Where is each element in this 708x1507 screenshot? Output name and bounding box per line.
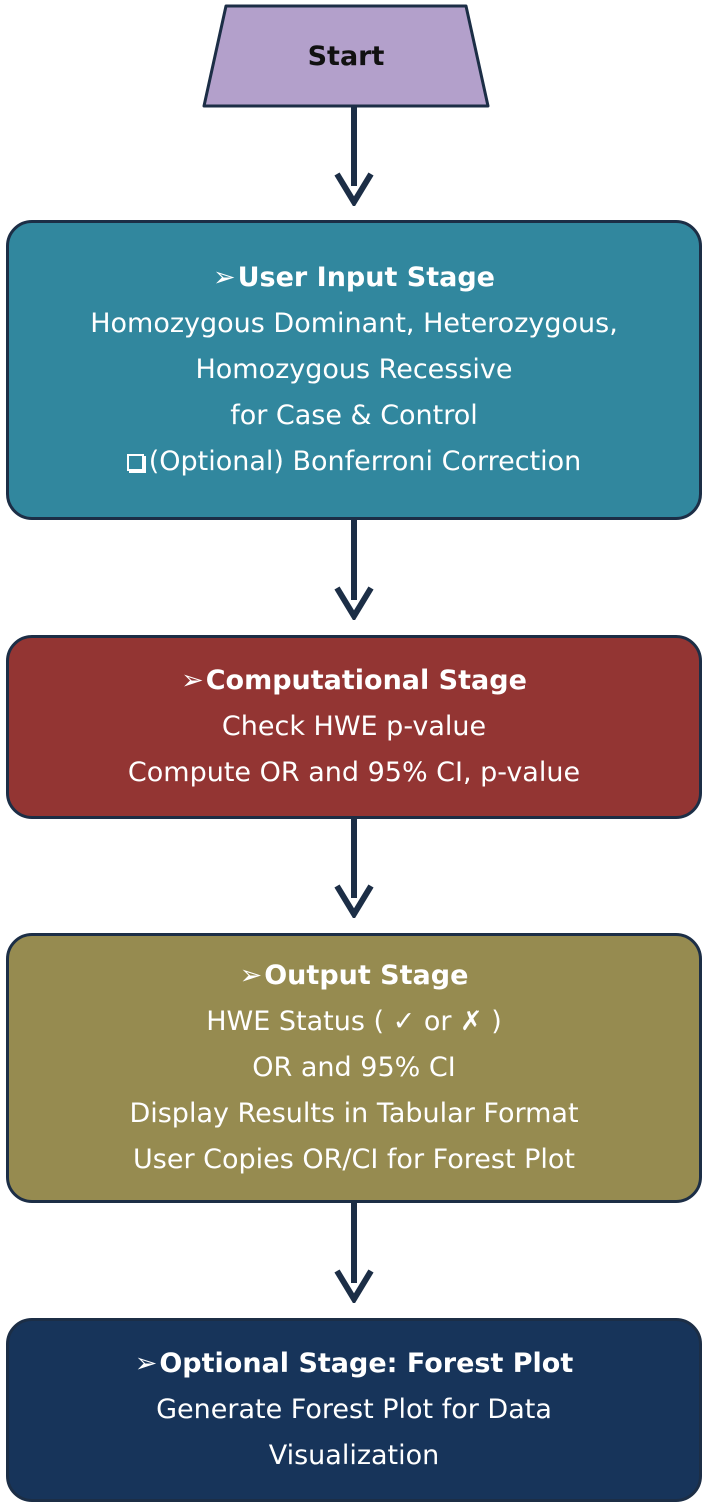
output-stage-title: ➢Output Stage xyxy=(240,953,469,999)
user-input-line-1: Homozygous Dominant, Heterozygous, xyxy=(90,308,618,339)
start-node: Start xyxy=(202,4,490,108)
start-label: Start xyxy=(307,40,385,72)
computational-stage-title-text: Computational Stage xyxy=(205,665,527,696)
user-input-stage-title-text: User Input Stage xyxy=(237,262,495,293)
optional-line-1: Generate Forest Plot for Data xyxy=(156,1394,552,1425)
computational-line-2: Compute OR and 95% CI, p-value xyxy=(127,757,581,788)
arrow-output-to-optional xyxy=(329,1203,379,1303)
arrow-bullet-icon: ➢ xyxy=(239,960,263,991)
arrow-bullet-icon: ➢ xyxy=(213,262,236,293)
bonferroni-option: (Optional) Bonferroni Correction xyxy=(126,439,582,485)
user-input-line-3: for Case & Control xyxy=(230,400,478,431)
arrow-start-to-input xyxy=(329,106,379,206)
arrow-bullet-icon: ➢ xyxy=(134,1348,158,1379)
computational-line-1: Check HWE p-value xyxy=(221,711,487,742)
start-trapezoid-shape xyxy=(202,4,490,108)
arrow-input-to-compute xyxy=(329,520,379,620)
optional-stage-title: ➢Optional Stage: Forest Plot xyxy=(135,1341,574,1387)
optional-line-2: Visualization xyxy=(268,1440,440,1471)
user-input-stage: ➢User Input Stage Homozygous Dominant, H… xyxy=(6,220,702,520)
user-input-line-2: Homozygous Recessive xyxy=(195,354,513,385)
computational-stage: ➢Computational Stage Check HWE p-value C… xyxy=(6,635,702,819)
output-line-2: OR and 95% CI xyxy=(252,1052,456,1083)
output-line-3: Display Results in Tabular Format xyxy=(129,1098,579,1129)
output-stage: ➢Output Stage HWE Status ( ✓ or ✗ ) OR a… xyxy=(6,933,702,1203)
user-input-stage-title: ➢User Input Stage xyxy=(213,255,495,301)
output-line-1: HWE Status ( ✓ or ✗ ) xyxy=(206,1006,502,1037)
output-line-4: User Copies OR/CI for Forest Plot xyxy=(133,1144,575,1175)
arrow-bullet-icon: ➢ xyxy=(181,665,204,696)
bonferroni-option-label: (Optional) Bonferroni Correction xyxy=(148,446,582,477)
optional-forest-plot-stage: ➢Optional Stage: Forest Plot Generate Fo… xyxy=(6,1318,702,1502)
optional-stage-title-text: Optional Stage: Forest Plot xyxy=(159,1348,574,1379)
arrow-compute-to-output xyxy=(329,818,379,918)
checkbox-icon xyxy=(126,454,144,471)
output-stage-title-text: Output Stage xyxy=(264,960,469,991)
computational-stage-title: ➢Computational Stage xyxy=(181,658,527,704)
